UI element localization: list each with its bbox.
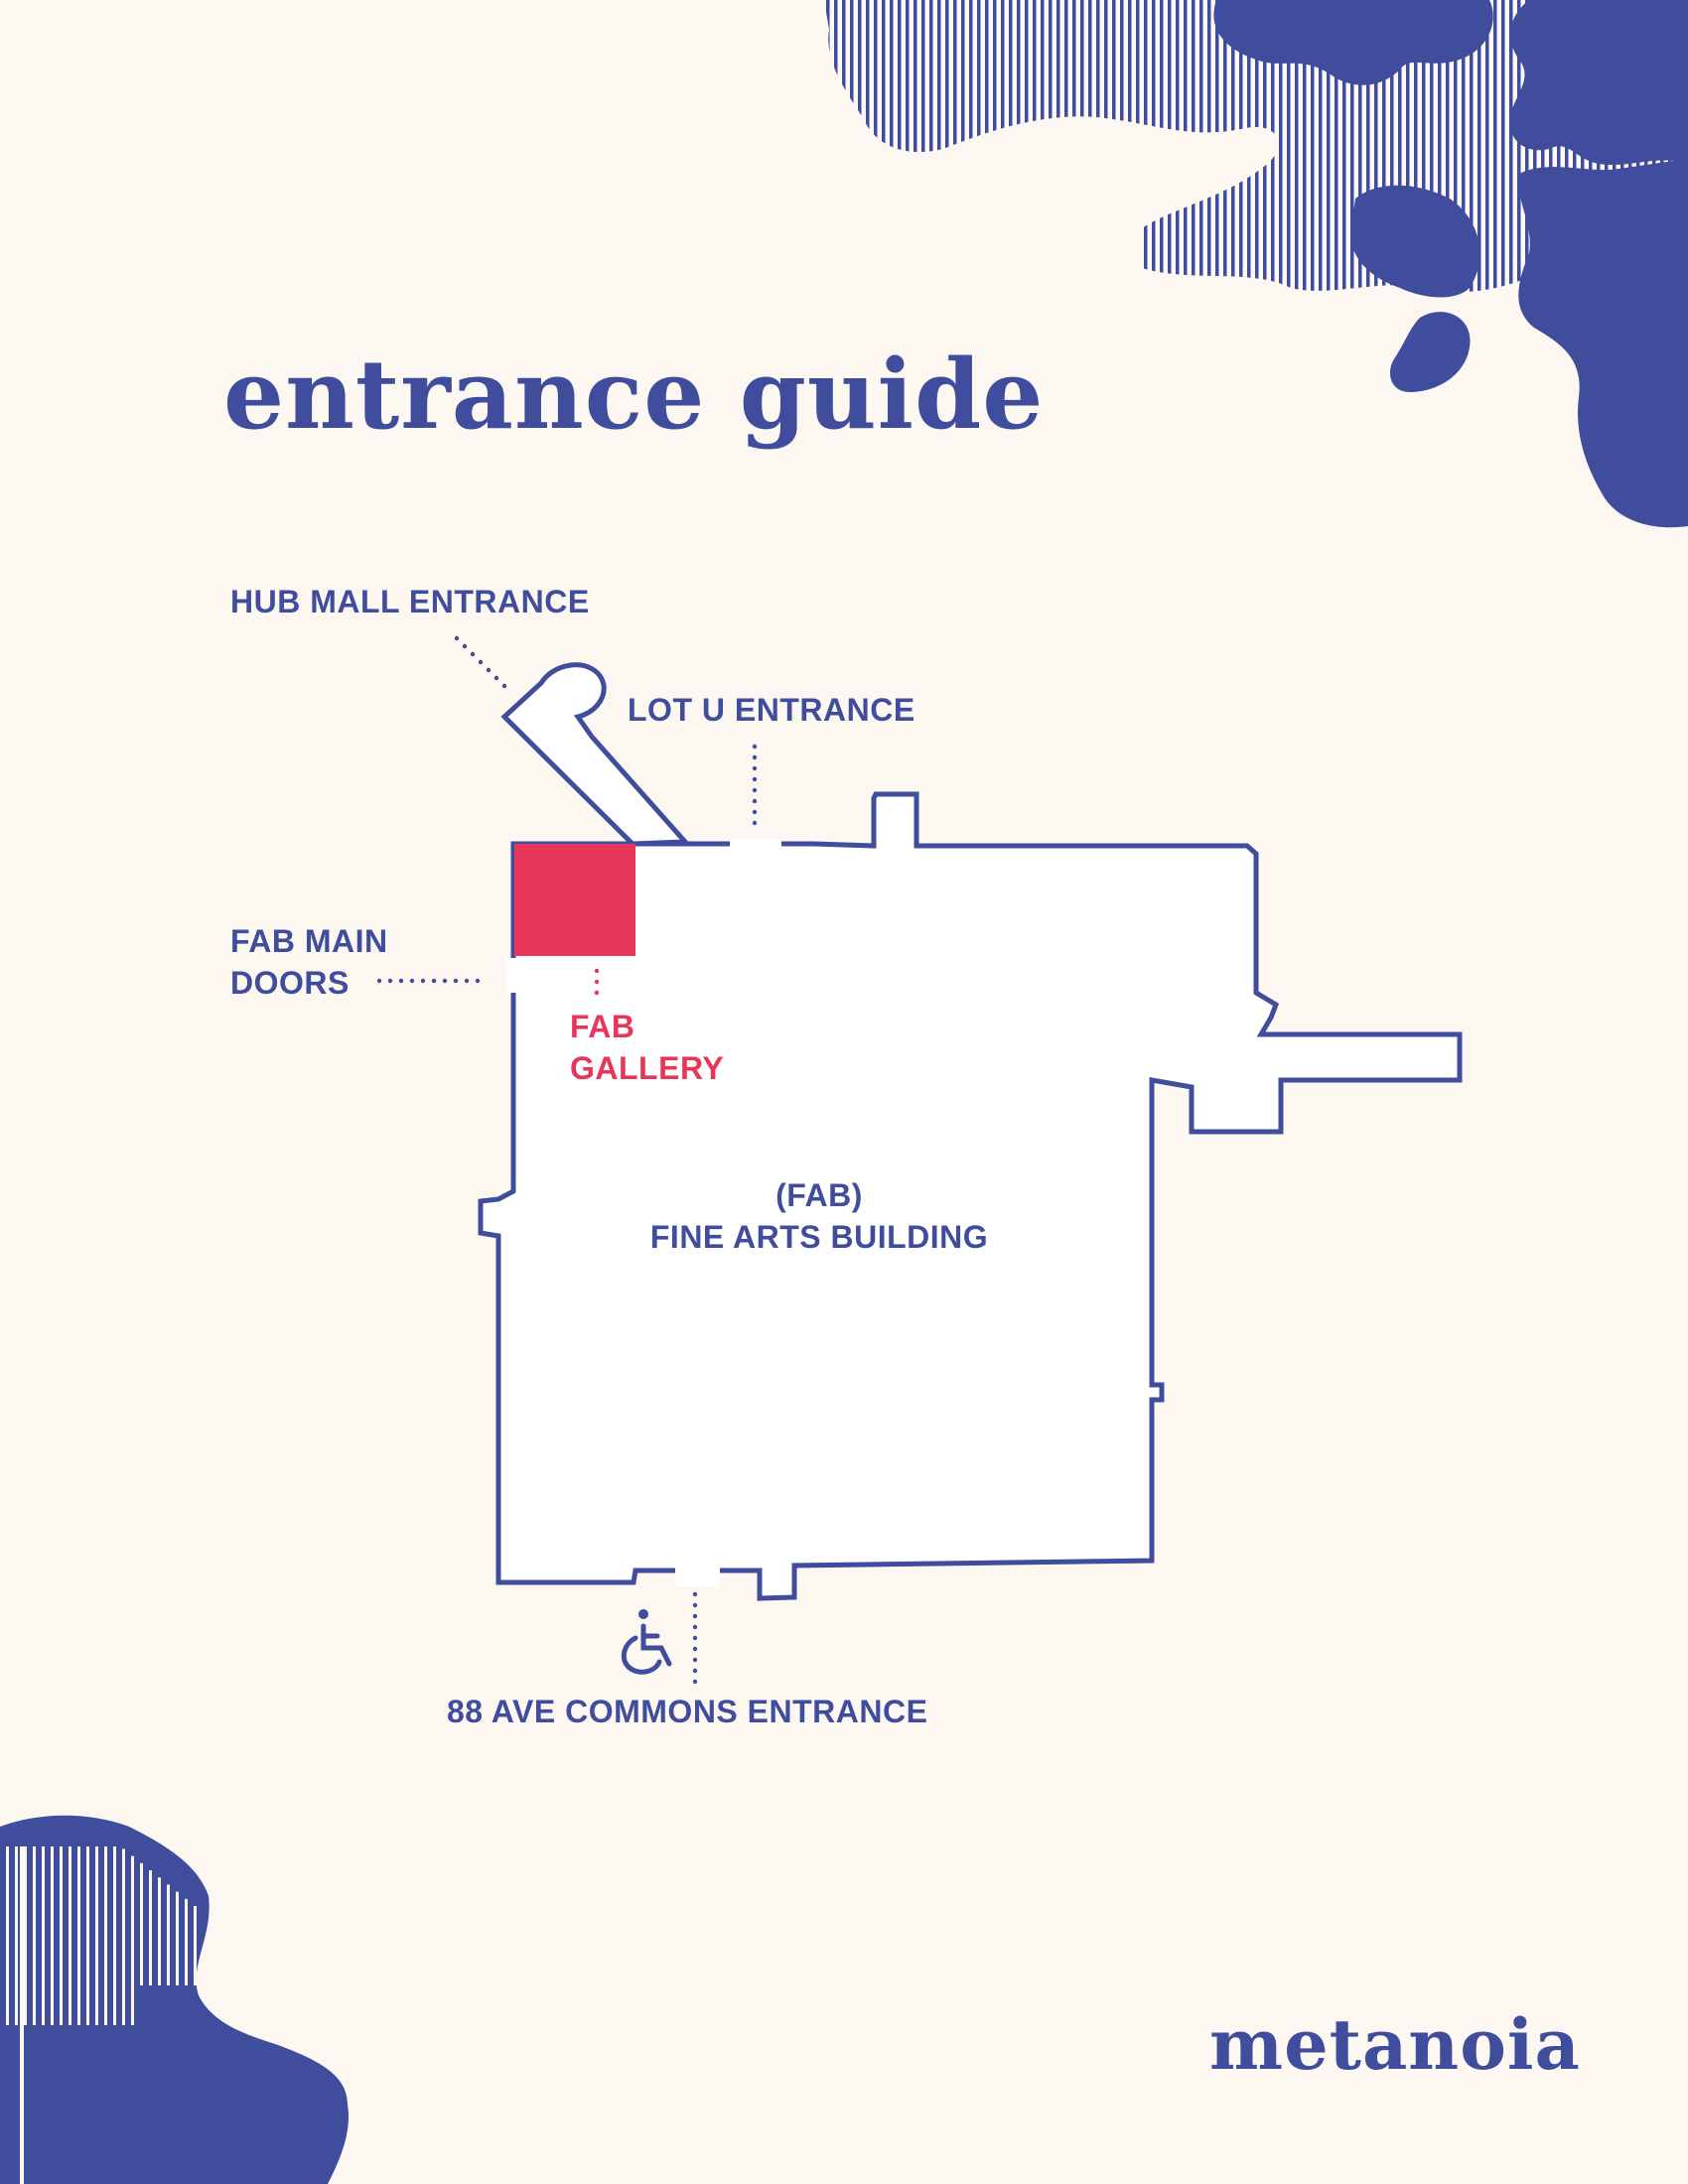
stripe bbox=[176, 1891, 179, 1985]
fab-main-door-gap bbox=[506, 958, 520, 993]
stripe bbox=[33, 1846, 36, 2025]
stripe bbox=[15, 1846, 18, 2025]
stripe bbox=[77, 1846, 80, 2025]
stripe bbox=[95, 1846, 98, 2025]
hub-mall-corridor bbox=[500, 662, 691, 847]
commons-entrance-label: 88 AVE COMMONS ENTRANCE bbox=[447, 1694, 928, 1729]
commons-door-gap bbox=[675, 1566, 720, 1587]
stripe bbox=[167, 1884, 170, 1985]
stripe bbox=[6, 1846, 9, 2025]
lot-u-door-gap bbox=[730, 839, 781, 851]
stripe bbox=[185, 1898, 188, 1985]
stripe bbox=[60, 1846, 63, 2025]
stripe bbox=[131, 1855, 134, 2025]
hub-mall-entrance-label: HUB MALL ENTRANCE bbox=[230, 584, 590, 619]
stripe bbox=[86, 1846, 89, 2025]
fab-gallery-label: FAB GALLERY bbox=[570, 1009, 725, 1086]
brand-logo: metanoia bbox=[1209, 2003, 1581, 2086]
fab-gallery-room bbox=[514, 844, 635, 956]
fab-main-doors-label: FAB MAIN DOORS bbox=[230, 923, 388, 1001]
stripe bbox=[24, 1846, 27, 2025]
stripe bbox=[194, 1906, 197, 1985]
stripe bbox=[104, 1846, 107, 2025]
stripe bbox=[158, 1877, 161, 1985]
fine-arts-building-outline bbox=[478, 791, 1463, 1601]
fine-arts-building-label: (FAB) FINE ARTS BUILDING bbox=[649, 1177, 989, 1255]
stripe bbox=[69, 1846, 71, 2025]
stripe bbox=[42, 1846, 45, 2025]
leader-lines bbox=[376, 635, 758, 1685]
stripe bbox=[122, 1848, 125, 2025]
wheelchair-icon bbox=[621, 1609, 672, 1675]
page-title: entrance guide bbox=[223, 339, 1045, 451]
stripe bbox=[51, 1846, 54, 2025]
gallery-leader-line bbox=[594, 968, 600, 996]
lot-u-entrance-label: LOT U ENTRANCE bbox=[628, 692, 915, 728]
stripe bbox=[149, 1870, 152, 1985]
stripe bbox=[140, 1862, 143, 1985]
stripe bbox=[113, 1846, 116, 2025]
